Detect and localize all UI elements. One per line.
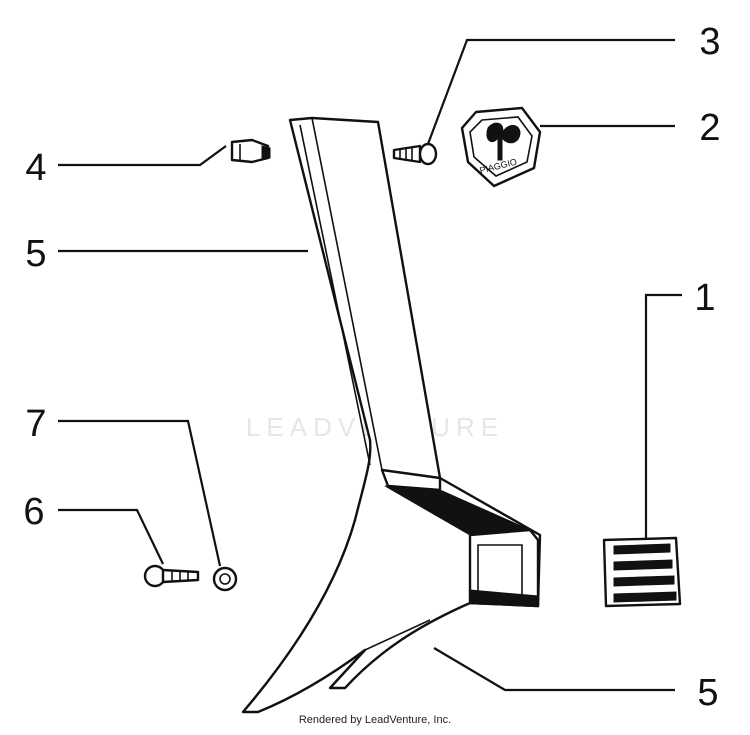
leader-6 <box>58 508 164 565</box>
leader-lines <box>58 38 682 692</box>
callout-6: 6 <box>23 491 44 533</box>
callout-1: 1 <box>694 277 715 319</box>
washer-part <box>212 566 238 592</box>
callout-2: 2 <box>699 107 720 149</box>
callout-5-top: 5 <box>25 233 46 275</box>
leader-5b <box>433 647 675 692</box>
leg-shield-cover <box>241 116 542 714</box>
callout-4: 4 <box>25 147 46 189</box>
callout-7: 7 <box>25 403 46 445</box>
leader-7 <box>58 419 222 567</box>
leader-3 <box>426 38 675 145</box>
callout-3: 3 <box>699 21 720 63</box>
footer-credit: Rendered by LeadVenture, Inc. <box>299 714 451 726</box>
grille-part <box>602 536 682 608</box>
leader-1 <box>644 293 682 540</box>
clip-part <box>230 138 271 164</box>
piaggio-emblem: PIAGGIO <box>460 106 542 188</box>
bolt-part <box>143 564 200 588</box>
leader-4 <box>58 145 227 167</box>
callout-numbers: 1 2 3 4 5 5 6 7 <box>23 21 720 714</box>
screw-part <box>392 142 438 166</box>
callout-5-bottom: 5 <box>697 672 718 714</box>
